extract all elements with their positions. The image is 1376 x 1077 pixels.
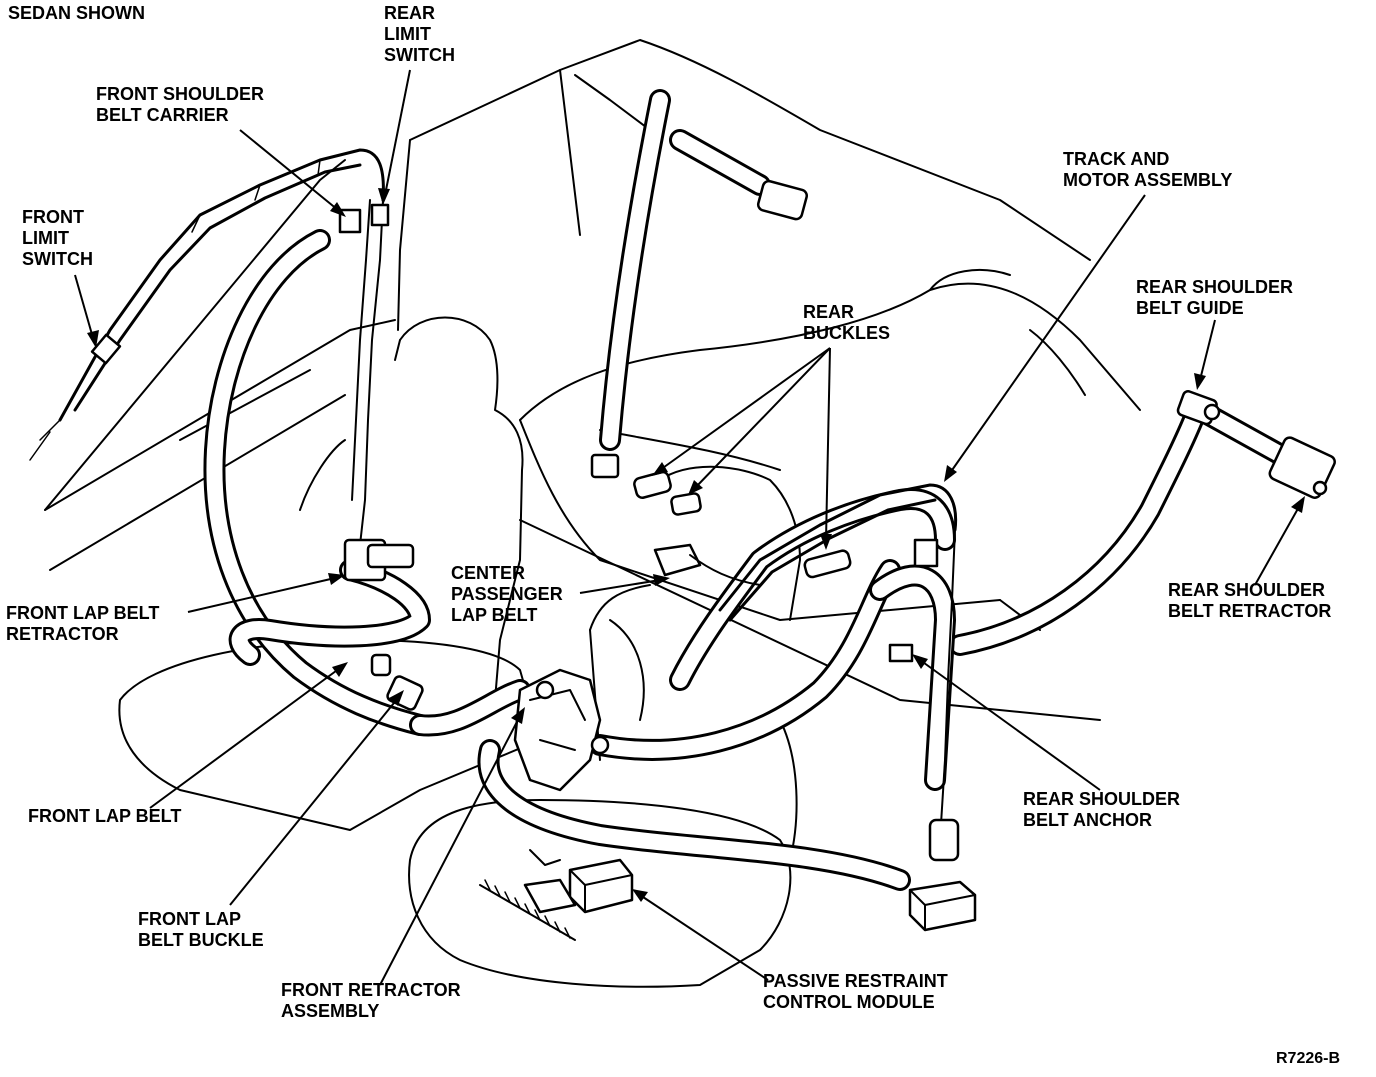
figure-id: R7226-B — [1276, 1050, 1340, 1067]
rear-shoulder-belt-guide — [1176, 390, 1221, 426]
label-rear-limit-switch: REAR LIMIT SWITCH — [384, 3, 455, 65]
label-front-lap-belt-buckle: FRONT LAP BELT BUCKLE — [138, 909, 264, 950]
center-passenger-lap-belt — [653, 543, 761, 586]
label-rear-shoulder-belt-guide: REAR SHOULDER BELT GUIDE — [1136, 277, 1298, 318]
front-retractor-assembly — [513, 668, 610, 792]
label-front-lap-belt: FRONT LAP BELT — [28, 806, 181, 826]
belt-webbing — [203, 89, 1301, 891]
label-center-passenger-lap-belt: CENTER PASSENGER LAP BELT — [451, 563, 568, 625]
label-front-limit-switch: FRONT LIMIT SWITCH — [22, 207, 93, 269]
seat-connector — [908, 880, 977, 932]
label-sedan-shown: SEDAN SHOWN — [8, 3, 145, 23]
rear-shoulder-belt-retractor — [1268, 436, 1336, 499]
rear-track-assembly — [718, 483, 960, 862]
label-front-lap-belt-retractor: FRONT LAP BELT RETRACTOR — [6, 603, 164, 644]
front-track-assembly — [29, 148, 415, 582]
passive-restraint-control-module — [523, 849, 634, 914]
label-front-retractor-assembly: FRONT RETRACTOR ASSEMBLY — [281, 980, 466, 1021]
label-front-shoulder-belt-carrier: FRONT SHOULDER BELT CARRIER — [96, 84, 269, 125]
label-rear-shoulder-belt-anchor: REAR SHOULDER BELT ANCHOR — [1023, 789, 1185, 830]
label-rear-buckles: REAR BUCKLES — [803, 302, 890, 343]
label-track-and-motor-assembly: TRACK AND MOTOR ASSEMBLY — [1063, 149, 1232, 190]
rear-buckles — [590, 179, 809, 516]
callout-labels: SEDAN SHOWN REAR LIMIT SWITCH FRONT SHOU… — [6, 3, 1340, 1067]
leader-lines — [74, 69, 1305, 986]
label-passive-restraint-control-module: PASSIVE RESTRAINT CONTROL MODULE — [763, 971, 953, 1012]
label-rear-shoulder-belt-retractor: REAR SHOULDER BELT RETRACTOR — [1168, 580, 1331, 621]
